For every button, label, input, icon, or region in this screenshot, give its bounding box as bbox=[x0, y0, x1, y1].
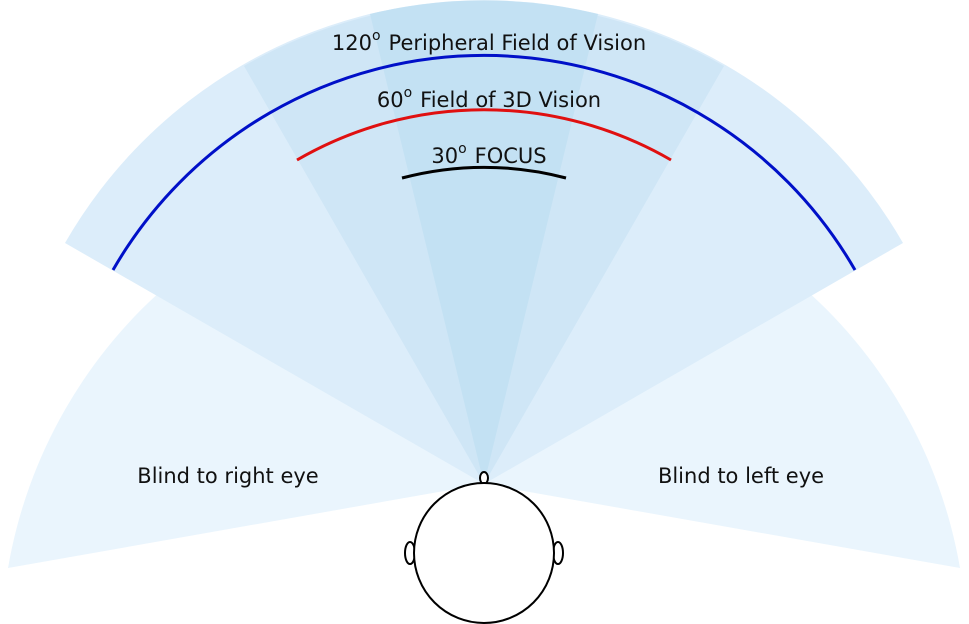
focus-degree-value: 30 bbox=[431, 144, 458, 168]
3d-degree-symbol: o bbox=[404, 85, 413, 101]
focus-label: 30o FOCUS bbox=[431, 141, 546, 168]
peripheral-arc bbox=[111, 53, 857, 271]
head-circle bbox=[413, 482, 555, 624]
3d-degree-value: 60 bbox=[377, 88, 404, 112]
blind-right-label: Blind to right eye bbox=[137, 464, 318, 488]
peripheral-degree-value: 120 bbox=[332, 31, 372, 55]
sector-focus bbox=[370, 0, 598, 484]
focus-degree-symbol: o bbox=[458, 141, 467, 157]
3d-vision-label: 60o Field of 3D Vision bbox=[377, 85, 601, 112]
focus-label-text: FOCUS bbox=[475, 144, 547, 168]
3d-label-text: Field of 3D Vision bbox=[420, 88, 601, 112]
peripheral-degree-symbol: o bbox=[372, 28, 381, 44]
head-icon bbox=[404, 471, 564, 624]
blind-left-label: Blind to left eye bbox=[658, 464, 824, 488]
peripheral-label: 120o Peripheral Field of Vision bbox=[332, 28, 646, 55]
focus-arc bbox=[401, 165, 567, 180]
3d-vision-arc bbox=[296, 108, 672, 162]
peripheral-label-text: Peripheral Field of Vision bbox=[389, 31, 647, 55]
